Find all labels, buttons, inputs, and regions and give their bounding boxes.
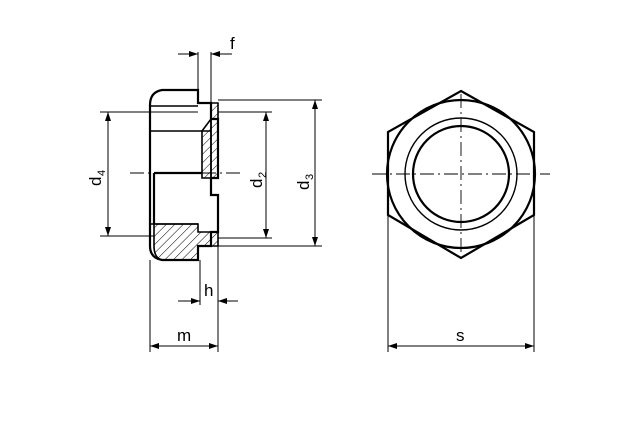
- svg-text:d: d: [86, 177, 105, 186]
- svg-text:3: 3: [304, 174, 316, 180]
- svg-text:d: d: [247, 179, 266, 188]
- dim-h-label: h: [204, 281, 213, 300]
- dim-m-label: m: [177, 326, 191, 345]
- dim-d3-label: d 3: [294, 174, 316, 190]
- nut-body-outline: [148, 88, 220, 262]
- lower-hatch-section: [153, 223, 212, 261]
- dim-d2-label: d 2: [247, 172, 269, 188]
- side-view: f d 4 d 2 d 3 h m: [86, 34, 322, 352]
- upper-hatch-wedge: [201, 116, 212, 179]
- svg-text:2: 2: [257, 172, 269, 178]
- svg-text:4: 4: [96, 170, 108, 176]
- upper-hatch-section: [210, 102, 219, 179]
- dim-f-label: f: [230, 34, 235, 53]
- svg-text:d: d: [294, 181, 313, 190]
- hexagon-outline: [386, 89, 536, 260]
- front-view: s: [372, 89, 550, 352]
- dim-s-label: s: [456, 326, 465, 345]
- lower-hatch-ring: [210, 231, 219, 247]
- dim-d4-label: d 4: [86, 170, 108, 186]
